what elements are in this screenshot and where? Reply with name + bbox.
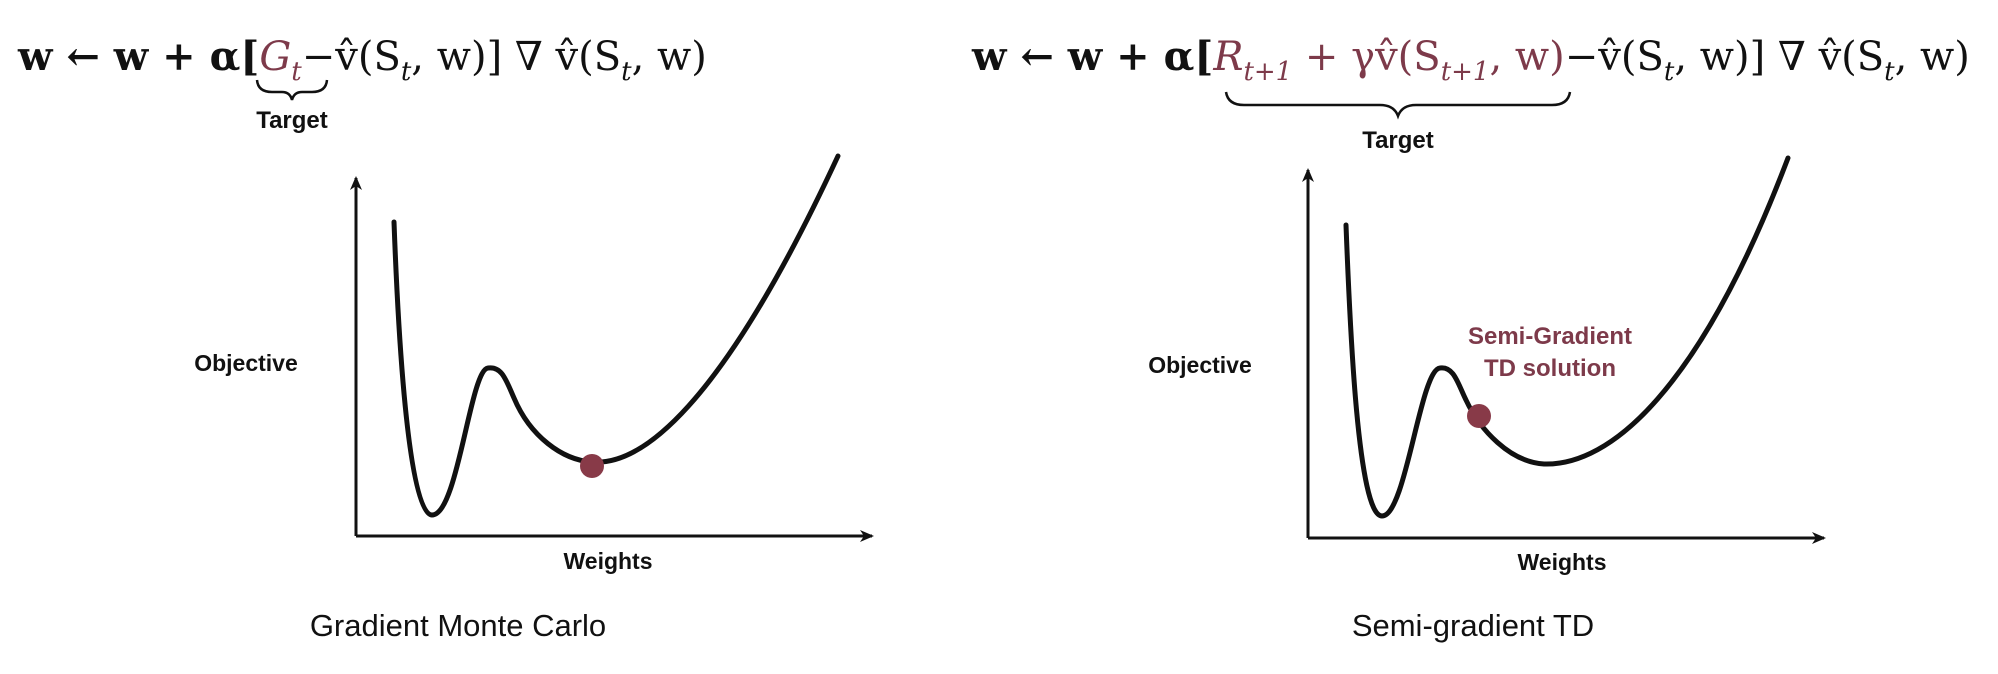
equation-left: w ← w + α[Gt−v̂(St, w)] ∇ v̂(St, w) — [17, 33, 707, 87]
equation-left-rest-sub: t — [401, 57, 412, 87]
equation-right-target-sub: t+1 — [1243, 57, 1292, 87]
equation-right-lhs: w ← w + α[ — [971, 33, 1213, 80]
equation-right-target: R — [1212, 34, 1243, 80]
equation-left-tail-end: , w) — [632, 34, 707, 80]
y-axis-label-right: Objective — [1148, 352, 1252, 378]
equation-left-rest: −v̂(S — [302, 34, 401, 80]
caption-left: Gradient Monte Carlo — [310, 608, 606, 643]
y-axis-label-left: Objective — [194, 350, 298, 376]
panel-gradient-monte-carlo: w ← w + α[Gt−v̂(St, w)] ∇ v̂(St, w) Targ… — [17, 33, 874, 643]
equation-right-target-mid: + γv̂(S — [1292, 34, 1440, 80]
panel-semi-gradient-td: w ← w + α[Rt+1 + γv̂(St+1, w)−v̂(St, w)]… — [971, 33, 1970, 643]
equation-right-tail-end: , w) — [1895, 34, 1970, 80]
target-brace-left — [255, 79, 329, 101]
solution-point-right — [1467, 404, 1491, 428]
solution-label-line2: TD solution — [1484, 355, 1616, 382]
equation-right-target-end: , w) — [1489, 34, 1564, 80]
x-axis-label-left: Weights — [563, 548, 652, 574]
equation-right: w ← w + α[Rt+1 + γv̂(St+1, w)−v̂(St, w)]… — [971, 33, 1970, 87]
solution-point-left — [580, 454, 604, 478]
equation-left-target-sub: t — [291, 57, 302, 87]
equation-right-tail-sub: t — [1884, 57, 1895, 87]
equation-left-lhs: w ← w + α[ — [17, 33, 259, 80]
solution-label-line1: Semi-Gradient — [1468, 323, 1632, 350]
equation-right-rest-sub: t — [1664, 57, 1675, 87]
target-brace-right — [1224, 91, 1572, 120]
objective-curve-left — [391, 153, 841, 518]
equation-left-rest-tail: , w)] ∇ v̂(S — [411, 34, 621, 80]
equation-right-rest: −v̂(S — [1565, 34, 1664, 80]
equation-right-target-mid-sub: t+1 — [1441, 57, 1490, 87]
x-axis-label-right: Weights — [1517, 549, 1606, 575]
caption-right: Semi-gradient TD — [1352, 608, 1594, 643]
target-label-right: Target — [1362, 127, 1434, 154]
equation-left-target: G — [259, 34, 291, 80]
equation-right-rest-tail: , w)] ∇ v̂(S — [1674, 34, 1884, 80]
target-label-left: Target — [256, 107, 328, 134]
objective-curve-right — [1343, 155, 1791, 519]
equation-left-tail-sub: t — [621, 57, 632, 87]
